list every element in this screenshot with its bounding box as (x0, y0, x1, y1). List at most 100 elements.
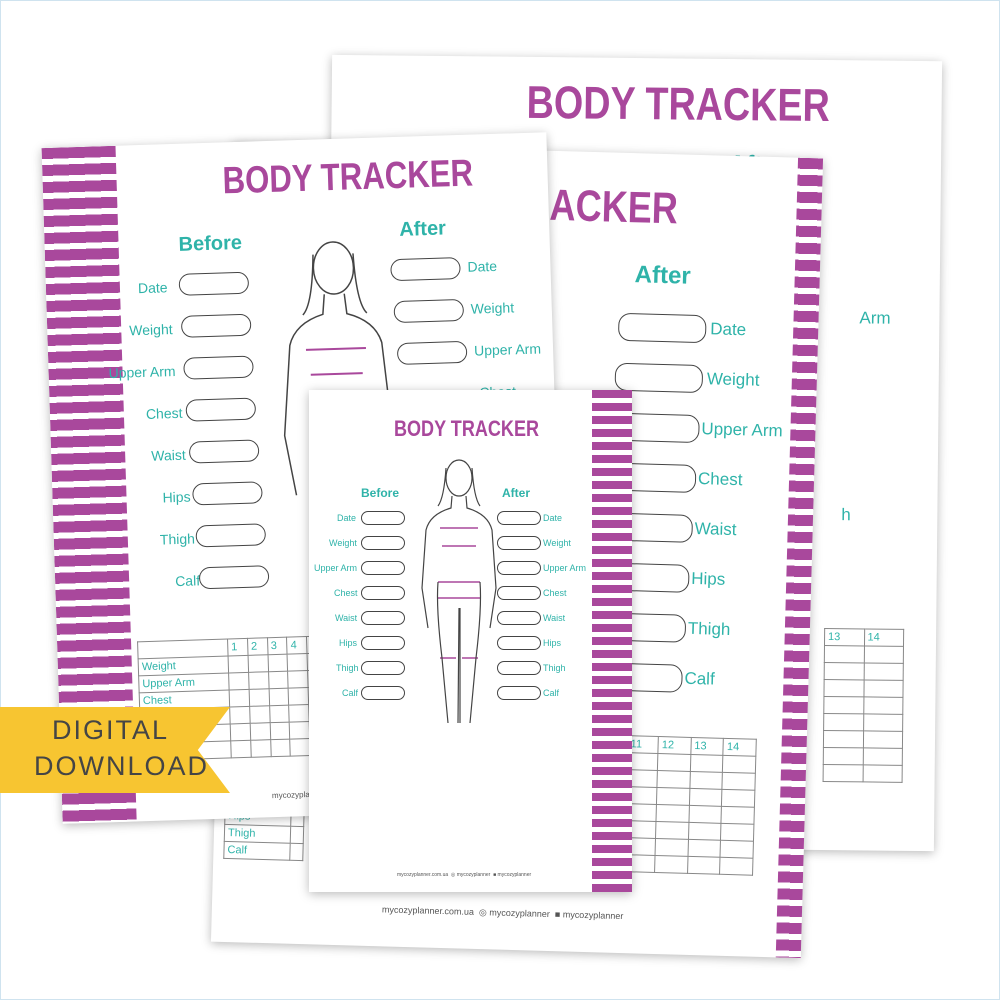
front-weight-before-box[interactable] (361, 536, 405, 550)
front-page: BODY TRACKER Before After Date Weight Up… (309, 390, 632, 892)
middle-label-thigh: Thigh (687, 618, 731, 639)
middle-page-title-partial: ACKER (548, 180, 679, 234)
front-upperarm-before-box[interactable] (361, 561, 405, 575)
front-date-before-box[interactable] (361, 511, 405, 525)
front-label-upperarm: Upper Arm (314, 563, 358, 573)
front-thigh-after-box[interactable] (497, 661, 541, 675)
front-waist-after-box[interactable] (497, 611, 541, 625)
front-weight-after-box[interactable] (497, 536, 541, 550)
middle-label-hips: Hips (691, 568, 726, 589)
front-after-label-calf: Calf (543, 688, 560, 698)
footer-site: mycozyplanner.com.ua (381, 904, 475, 917)
middle-weight-box[interactable] (614, 362, 704, 394)
front-label-date: Date (337, 513, 357, 523)
front-after-label-hips: Hips (543, 638, 562, 648)
left-col-2: 2 (247, 637, 268, 656)
front-footer-insta: mycozyplanner (456, 872, 491, 878)
row-calf: Calf (223, 841, 290, 861)
front-label-chest: Chest (334, 588, 358, 598)
instagram-icon: ◎ (478, 907, 487, 918)
mid-col-13: 13 (690, 737, 724, 756)
mid-col-14: 14 (723, 738, 757, 757)
left-label-hips: Hips (162, 488, 191, 506)
left-page: BODY TRACKER Before After Date Weight Up… (41, 132, 568, 824)
mid-col-12: 12 (658, 736, 692, 755)
row-thigh: Thigh (224, 824, 291, 844)
left-col-3: 3 (267, 637, 288, 655)
front-after-label-chest: Chest (543, 588, 567, 598)
left-date-before-box[interactable] (178, 271, 250, 296)
front-label-weight: Weight (329, 538, 357, 548)
front-calf-before-box[interactable] (361, 686, 405, 700)
middle-label-weight: Weight (706, 369, 760, 390)
table-col-13: 13 (824, 628, 865, 646)
front-instagram-icon: ◎ (450, 872, 456, 878)
front-after-label-upperarm: Upper Arm (543, 563, 587, 573)
left-label-thigh: Thigh (159, 530, 196, 548)
back-page-h-partial: h (841, 505, 851, 525)
badge-line-2: DOWNLOAD (34, 751, 210, 781)
front-page-before: Before (361, 486, 400, 500)
front-page-title: BODY TRACKER (394, 416, 539, 441)
left-date-after-box[interactable] (390, 257, 461, 282)
middle-label-chest: Chest (697, 469, 743, 490)
left-after-label-upperarm: Upper Arm (473, 340, 542, 359)
front-thigh-before-box[interactable] (361, 661, 405, 675)
front-label-waist: Waist (335, 613, 358, 623)
front-waist-before-box[interactable] (361, 611, 405, 625)
front-page-stripes (592, 390, 632, 892)
left-label-calf: Calf (174, 572, 201, 590)
left-hips-before-box[interactable] (192, 481, 263, 506)
middle-label-waist: Waist (694, 518, 737, 540)
left-col-1: 1 (227, 638, 248, 656)
left-chest-before-box[interactable] (185, 397, 257, 422)
left-page-after: After (398, 217, 447, 241)
left-page-footer: mycozyplan (271, 789, 315, 801)
back-page-arm-partial: Arm (859, 308, 891, 328)
front-footer-fb: mycozyplanner (497, 872, 532, 878)
left-col-4: 4 (286, 636, 308, 655)
front-chest-after-box[interactable] (497, 586, 541, 600)
table-col-14: 14 (863, 628, 904, 647)
left-weight-before-box[interactable] (180, 313, 252, 338)
left-label-chest: Chest (145, 404, 183, 422)
front-calf-after-box[interactable] (497, 686, 541, 700)
front-after-label-weight: Weight (543, 538, 571, 548)
middle-page-footer: mycozyplanner.com.ua ◎ mycozyplanner ■ m… (382, 904, 624, 922)
front-label-hips: Hips (339, 638, 358, 648)
front-footer-site: mycozyplanner.com.ua (397, 872, 449, 878)
middle-page-after: After (634, 261, 692, 290)
middle-label-upperarm: Upper Arm (701, 419, 783, 441)
front-after-label-thigh: Thigh (543, 663, 566, 673)
left-weight-after-box[interactable] (393, 298, 465, 324)
left-thigh-before-box[interactable] (195, 523, 267, 548)
facebook-icon: ■ (554, 909, 561, 920)
front-page-footer: mycozyplanner.com.ua ◎ mycozyplanner ■ m… (397, 872, 531, 878)
footer-fb: mycozyplanner (562, 909, 624, 922)
middle-label-calf: Calf (684, 668, 715, 689)
left-label-waist: Waist (150, 446, 186, 464)
front-chest-before-box[interactable] (361, 586, 405, 600)
left-upperarm-after-box[interactable] (396, 340, 468, 366)
middle-label-date: Date (709, 319, 747, 340)
middle-date-box[interactable] (617, 312, 707, 344)
front-hips-after-box[interactable] (497, 636, 541, 650)
front-hips-before-box[interactable] (361, 636, 405, 650)
left-waist-before-box[interactable] (188, 439, 260, 464)
left-calf-before-box[interactable] (198, 565, 270, 590)
front-page-body-outline (421, 459, 497, 724)
front-after-label-waist: Waist (543, 613, 566, 623)
front-upperarm-after-box[interactable] (497, 561, 541, 575)
left-page-title: BODY TRACKER (221, 152, 474, 203)
badge-line-1: DIGITAL (52, 715, 170, 745)
left-page-before: Before (178, 231, 243, 256)
left-label-date: Date (137, 279, 168, 297)
front-label-calf: Calf (342, 688, 359, 698)
left-upperarm-before-box[interactable] (183, 355, 254, 380)
front-facebook-icon: ■ (493, 872, 497, 878)
back-page-title: BODY TRACKER (526, 75, 831, 132)
footer-insta: mycozyplanner (489, 907, 550, 920)
front-date-after-box[interactable] (497, 511, 541, 525)
